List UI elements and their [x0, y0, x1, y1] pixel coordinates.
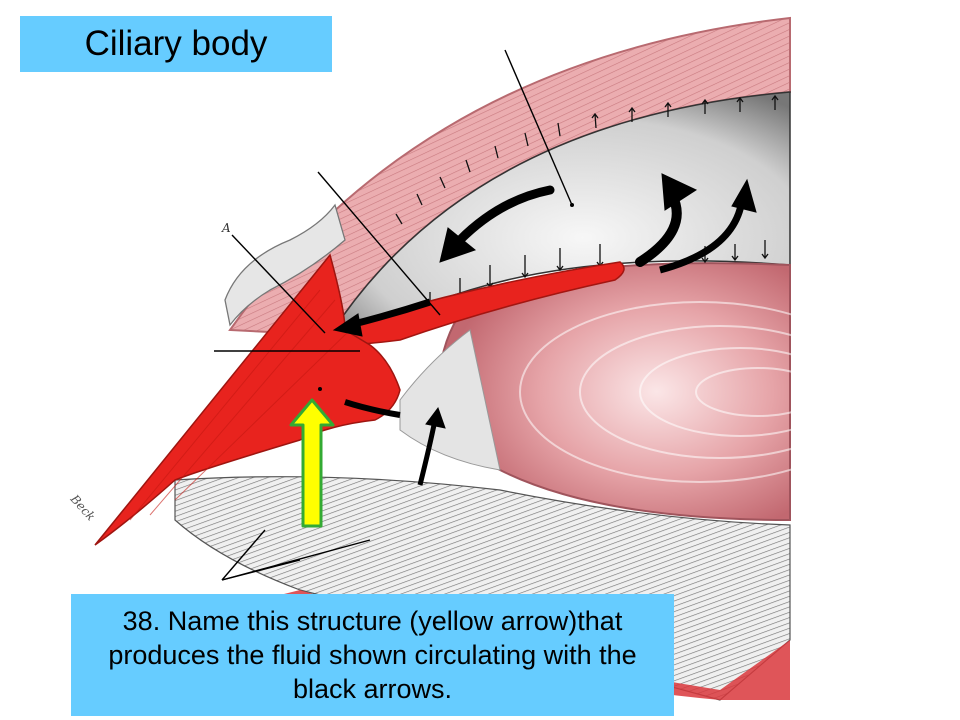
label-letter: A: [221, 221, 231, 235]
ciliary-texture: [129, 289, 351, 521]
yellow-arrow-icon: [289, 398, 335, 528]
zonule-fibers: [399, 329, 501, 471]
slide-title: Ciliary body: [20, 16, 332, 72]
leader-lines: [214, 49, 573, 581]
black-flow-arrow-icon: [332, 173, 757, 486]
question-text: 38. Name this structure (yellow arrow)th…: [71, 594, 674, 716]
iris: [328, 261, 625, 346]
lens-rings: [519, 301, 881, 483]
limbus-tissue: [224, 203, 346, 327]
corneal-tick-arrows: [395, 94, 779, 225]
